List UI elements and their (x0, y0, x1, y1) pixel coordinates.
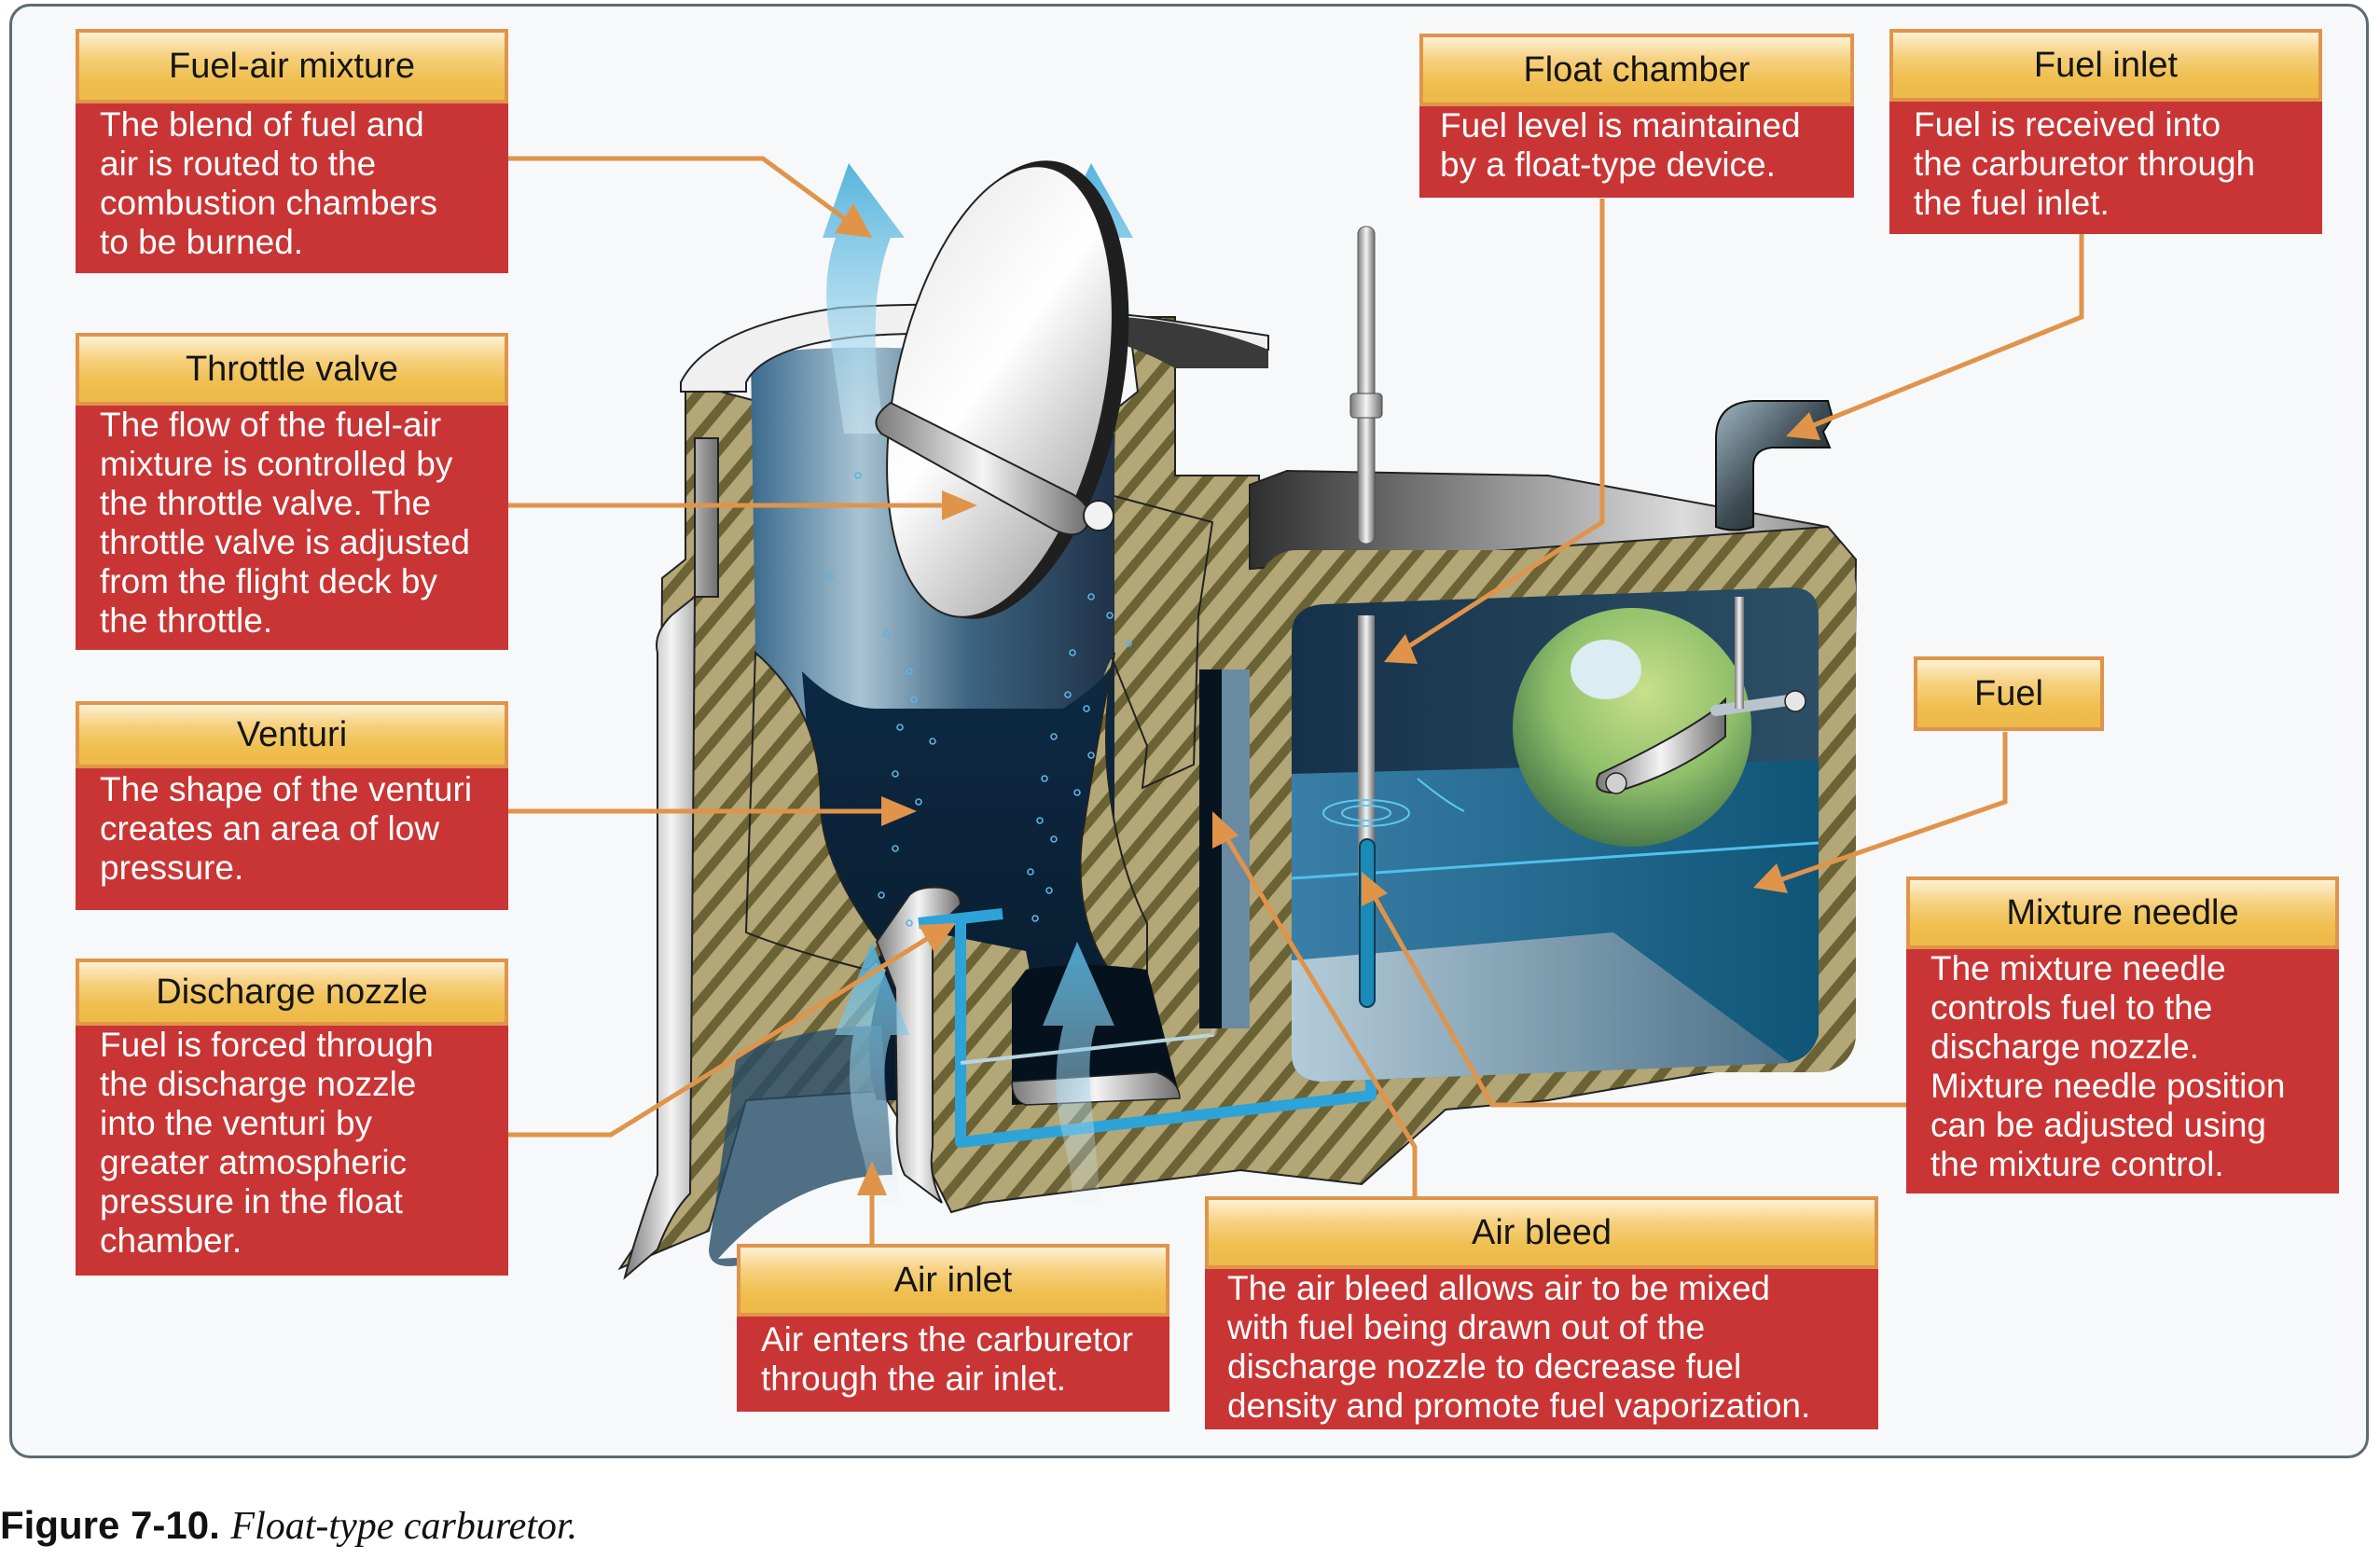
arrowhead-air-inlet (857, 1161, 887, 1195)
air-arrow-in-right (1043, 942, 1114, 1203)
callout-fuel-air-mixture: Fuel-air mixture The blend of fuel and a… (76, 29, 508, 273)
air-flow-arrows-bottom (835, 942, 1114, 1203)
fuel-droplets (826, 472, 1132, 927)
arrowhead-float-chamber (1384, 634, 1418, 664)
callout-venturi: Venturi The shape of the venturi creates… (76, 701, 508, 910)
figure-number: Figure 7-10. (0, 1503, 220, 1547)
callout-fuel-inlet: Fuel inlet Fuel is received into the car… (1889, 29, 2322, 234)
arrowhead-mixture-needle (1362, 872, 1388, 906)
arrowhead-fuel-inlet (1786, 412, 1820, 440)
callout-float-chamber: Float chamber Fuel level is maintained b… (1419, 34, 1854, 198)
callout-air-inlet: Air inlet Air enters the carburetor thro… (737, 1244, 1169, 1412)
needle-rod-upper (1357, 226, 1376, 545)
air-inlet-floor (718, 1175, 895, 1259)
throttle-shaft-end (1083, 500, 1114, 531)
discharge-nozzle-tube (875, 886, 962, 1204)
float-chamber-lid (1249, 469, 1829, 571)
callout-description: The mixture needle controls fuel to the … (1906, 949, 2339, 1193)
arrowhead-fuel-air (835, 203, 872, 238)
callout-title: Air inlet (737, 1244, 1169, 1317)
callout-description: Fuel is forced through the discharge noz… (76, 1026, 508, 1276)
callout-discharge-nozzle: Discharge nozzle Fuel is forced through … (76, 959, 508, 1276)
float-hanger (1735, 597, 1744, 709)
callout-description: The blend of fuel and air is routed to t… (76, 103, 508, 273)
fuel-inlet-pipe (1715, 400, 1834, 531)
callout-title: Fuel (1914, 656, 2104, 731)
air-arrow-in-left (835, 942, 909, 1203)
callout-mixture-needle: Mixture needle The mixture needle contro… (1906, 876, 2339, 1193)
callout-description: Fuel is received into the carburetor thr… (1889, 102, 2322, 234)
outer-tube (623, 437, 719, 1280)
callout-title: Throttle valve (76, 333, 508, 406)
float-lever (1710, 694, 1801, 716)
needle-collar (1349, 393, 1383, 419)
leader-arrowheads (835, 203, 1820, 1195)
figure-title: Float-type carburetor. (230, 1505, 578, 1548)
callout-title: Venturi (76, 701, 508, 768)
callout-fuel: Fuel (1914, 656, 2104, 731)
callout-title: Discharge nozzle (76, 959, 508, 1026)
callout-throttle-valve: Throttle valve The flow of the fuel-air … (76, 333, 508, 650)
callout-title: Fuel inlet (1889, 29, 2322, 102)
leader-mixture-needle (1368, 889, 1909, 1108)
callout-air-bleed: Air bleed The air bleed allows air to be… (1205, 1196, 1878, 1429)
float-arm (1596, 697, 1726, 794)
leader-fuel (1776, 732, 2008, 884)
float-arm-pin (1605, 772, 1627, 794)
arrowhead-discharge (919, 923, 956, 953)
leader-fuel-inlet (1804, 234, 2084, 432)
callout-title: Fuel-air mixture (76, 29, 508, 103)
leader-discharge-nozzle (508, 930, 939, 1138)
leader-float-chamber (1397, 199, 1605, 655)
arrowhead-venturi (881, 796, 917, 826)
callout-description: The shape of the venturi creates an area… (76, 768, 508, 910)
figure-caption: Figure 7-10. Float-type carburetor. (0, 1503, 577, 1549)
arrowhead-throttle (942, 490, 977, 520)
callout-description: Fuel level is maintained by a float-type… (1419, 106, 1854, 198)
leader-air-bleed (1219, 828, 1418, 1196)
lower-cavity-lip (1011, 1071, 1181, 1106)
callout-description: The air bleed allows air to be mixed wit… (1205, 1269, 1878, 1429)
callout-title: Float chamber (1419, 34, 1854, 106)
arrowhead-air-bleed (1212, 811, 1238, 848)
float-pivot (1784, 690, 1806, 712)
needle-jet (1359, 838, 1376, 1008)
leader-lines (508, 156, 2084, 1245)
fuel-level-line (1291, 841, 1820, 880)
leader-fuel-air-mixture (508, 156, 860, 231)
callout-title: Air bleed (1205, 1196, 1878, 1269)
arrowhead-fuel (1753, 863, 1788, 893)
float-ball-highlight (1571, 640, 1641, 699)
callout-description: Air enters the carburetor through the ai… (737, 1317, 1169, 1412)
callout-title: Mixture needle (1906, 876, 2339, 949)
fuel-passage-nozzle (918, 908, 1003, 929)
fuel-ripples (1322, 778, 1465, 827)
callout-description: The flow of the fuel-air mixture is cont… (76, 406, 508, 650)
